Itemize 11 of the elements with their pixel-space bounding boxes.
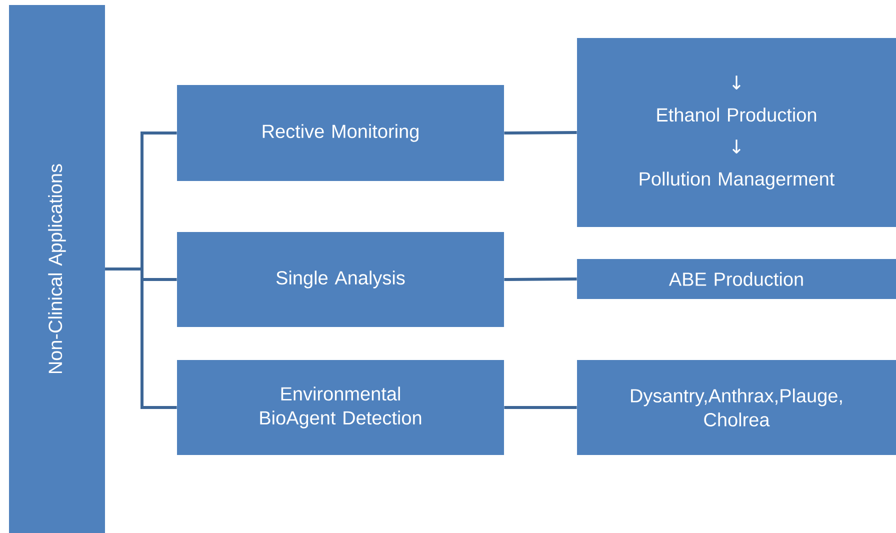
category-bar: Non-Clinical Applications <box>9 5 105 533</box>
process-box: Single Analysis <box>177 232 504 327</box>
result-box: Dysantry,Anthrax,Plauge, Cholrea <box>577 360 896 455</box>
process-box: Environmental BioAgent Detection <box>177 360 504 455</box>
result-box: ↓ Ethanol Production ↓ Pollution Managerment <box>577 38 896 227</box>
result-box: ABE Production <box>577 259 896 299</box>
connector-line <box>105 268 177 409</box>
connector-line <box>504 278 577 281</box>
connector-line <box>504 406 577 409</box>
process-box: Rective Monitoring <box>177 85 504 181</box>
connector-line <box>504 131 577 134</box>
